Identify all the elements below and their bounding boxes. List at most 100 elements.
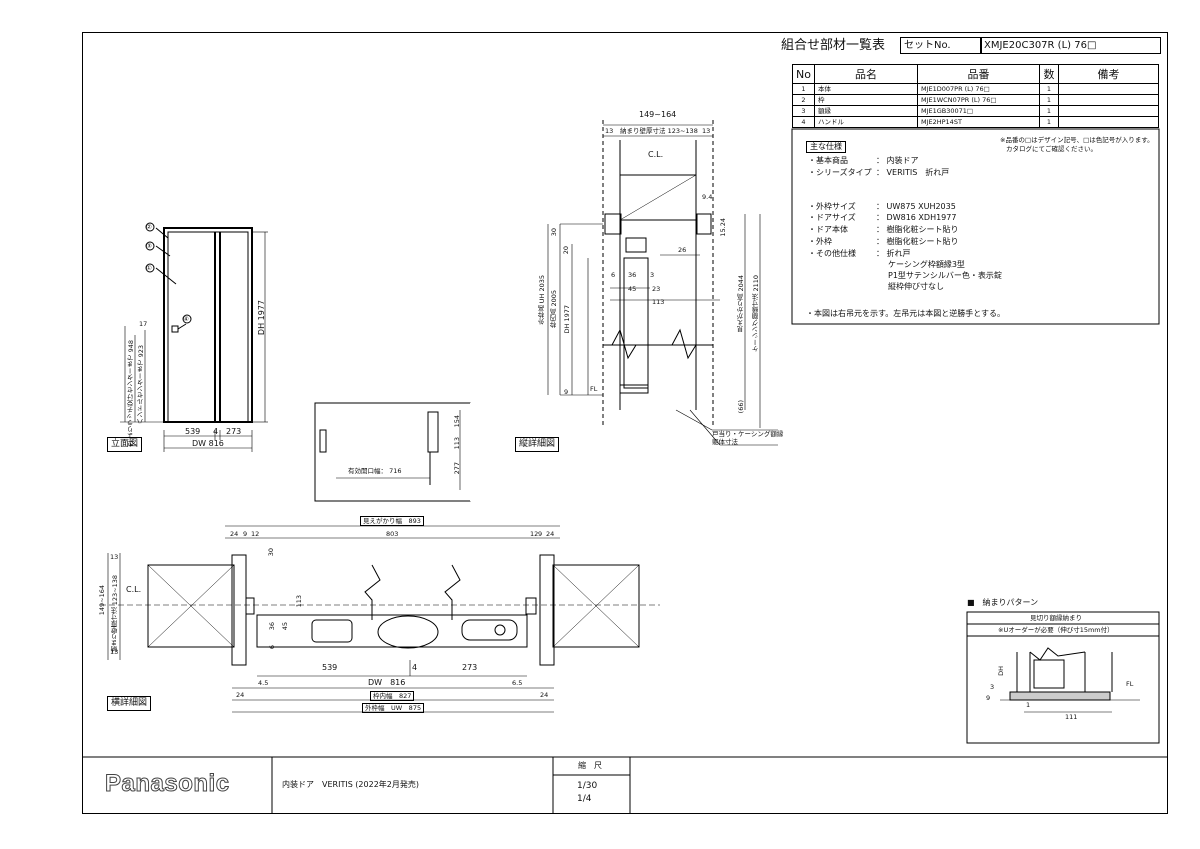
- row-qty: 1: [1038, 94, 1059, 106]
- row-code: MJE1GB30071□: [916, 105, 1040, 117]
- pattern-title: ■ 納まりパターン: [967, 598, 1039, 607]
- dim-154: 154: [453, 415, 461, 428]
- v-dim-30: 30: [550, 228, 558, 237]
- table-row: 3 額縁 MJE1GB30071□ 1: [792, 105, 1160, 117]
- scale-1: 1/30: [577, 781, 598, 791]
- v-dim-2110: ケーシング額縁寸法 2110: [752, 275, 760, 353]
- v-dim-26: 26: [678, 246, 687, 254]
- row-no: 1: [792, 83, 815, 95]
- v-dim-1524: 15.24: [719, 218, 727, 237]
- spec-extra: ケーシング枠額縁3型: [888, 260, 965, 269]
- col-no: No: [792, 64, 815, 84]
- product-name: 内装ドア VERITIS (2022年2月発売): [282, 780, 420, 789]
- h-dim-4: 4: [412, 663, 418, 672]
- h-dim-13a: 13: [110, 553, 119, 561]
- dim-17: 17: [139, 320, 148, 328]
- pattern-1: 1: [1026, 701, 1031, 709]
- spec-footnote: ・本図は右吊元を示す。左吊元は本図と逆勝手とする。: [806, 309, 1005, 318]
- brand-logo: Panasonic: [105, 770, 230, 798]
- set-no-label: セットNo.: [900, 37, 982, 54]
- row-no: 3: [792, 105, 815, 117]
- v-dim-94: 9.4: [702, 193, 713, 201]
- horizontal-label: 横詳細図: [107, 696, 152, 711]
- spec-key: ・ドアサイズ: [808, 213, 856, 222]
- dim-277: 277: [453, 462, 461, 475]
- row-note: [1057, 83, 1160, 95]
- row-name: 額縁: [813, 105, 918, 117]
- h-dim-45: 45: [281, 622, 289, 631]
- sheet-title: 組合せ部材一覧表: [781, 38, 886, 53]
- col-qty: 数: [1038, 64, 1059, 84]
- h-dim-9a: 9: [243, 530, 248, 538]
- h-dim-top: 149~164: [98, 585, 106, 616]
- table-row: 2 枠 MJE1WCN07PR (L) 76□ 1: [792, 94, 1160, 106]
- h-dim-dw: DW 816: [368, 678, 406, 687]
- v-dim-dh: DH 1977: [563, 305, 571, 334]
- h-dim-12b: 12: [530, 530, 539, 538]
- parts-table: No 品名 品番 数 備考 1 本体 MJE1D007PR (L) 76□ 1 …: [792, 64, 1160, 128]
- row-no: 4: [792, 116, 815, 128]
- h-dim-273: 273: [462, 663, 478, 672]
- h-dim-inner: 枠内幅 827: [370, 691, 415, 701]
- v-dim-36: 36: [628, 271, 637, 279]
- opening-width: 有効開口幅： 716: [348, 467, 402, 475]
- h-dim-9b: 9: [538, 530, 543, 538]
- pattern-9: 9: [986, 694, 991, 702]
- drawing-sheet: [82, 32, 1168, 814]
- h-dim-803: 803: [386, 530, 399, 538]
- row-qty: 1: [1038, 83, 1059, 95]
- v-dim-23: 23: [652, 285, 661, 293]
- v-dim-6: 6: [611, 271, 616, 279]
- h-dim-45b: 4.5: [258, 679, 269, 687]
- h-dim-113: 113: [295, 595, 303, 608]
- v-callout-1: 戸当り・ケーシング額縁: [712, 430, 784, 438]
- spec-key: ・外枠サイズ: [808, 202, 856, 211]
- spec-heading: 主な仕様: [806, 141, 846, 153]
- h-dim-wall: 納まり壁厚寸法 123~138: [111, 575, 119, 653]
- table-row: 4 ハンドル MJE2HP14ST 1: [792, 116, 1160, 128]
- spec-note-2: カタログにてご確認ください。: [1006, 145, 1097, 153]
- spec-value: ： VERITIS 折れ戸: [876, 168, 950, 177]
- row-name: ハンドル: [813, 116, 918, 128]
- h-dim-539: 539: [322, 663, 338, 672]
- row-name: 枠: [813, 94, 918, 106]
- h-dim-12a: 12: [251, 530, 260, 538]
- pattern-row-1: 見切り額縁納まり: [1030, 614, 1082, 622]
- pattern-dh: DH: [997, 666, 1005, 676]
- spec-key: ・ドア本体: [808, 225, 848, 234]
- h-dim-36: 36: [268, 622, 276, 631]
- spec-extra: P1型サテンシルバー色・表示錠: [888, 271, 1002, 280]
- pattern-fl: FL: [1126, 680, 1134, 688]
- h-dim-13b: 13: [110, 648, 119, 656]
- spec-value: ： 樹脂化粧シート貼り: [876, 225, 959, 234]
- v-fl: FL: [590, 385, 598, 393]
- spec-extra: 縦枠伸び寸なし: [888, 282, 944, 291]
- scale-2: 1/4: [577, 794, 592, 804]
- pattern-111: 111: [1065, 713, 1078, 721]
- spec-value: ： UW875 XUH2035: [876, 202, 956, 211]
- h-cl: C.L.: [126, 585, 142, 594]
- row-code: MJE1WCN07PR (L) 76□: [916, 94, 1040, 106]
- v-callout-2: 躯体寸法: [712, 438, 738, 446]
- h-dim-visible: 見えがかり幅 893: [360, 516, 424, 526]
- v-dim-20: 20: [562, 246, 570, 255]
- h-dim-6: 6: [268, 645, 276, 650]
- col-note: 備考: [1057, 64, 1160, 84]
- v-dim-2005: 枠内高 2005: [550, 290, 558, 329]
- spec-note-1: ※品番の□はデザイン記号、□は色記号が入ります。: [1000, 136, 1154, 144]
- v-cl: C.L.: [648, 150, 664, 159]
- spec-key: ・シリーズタイプ: [808, 168, 872, 177]
- h-dim-uw: 外枠幅 UW 875: [362, 703, 425, 713]
- h-dim-24b: 24: [546, 530, 555, 538]
- spec-value: ： DW816 XDH1977: [876, 213, 957, 222]
- vertical-label: 縦詳細図: [515, 437, 560, 452]
- scale-label: 縮 尺: [578, 761, 602, 770]
- v-dim-66: (66): [737, 400, 745, 414]
- parts-table-header: No 品名 品番 数 備考: [792, 64, 1160, 84]
- v-dim-uh: 外枠高 UH 2035: [538, 275, 546, 325]
- dim-539: 539: [185, 427, 201, 436]
- v-dim-wall: 納まり壁厚寸法 123~138: [620, 127, 698, 135]
- row-code: MJE1D007PR (L) 76□: [916, 83, 1040, 95]
- v-dim-45: 45: [628, 285, 637, 293]
